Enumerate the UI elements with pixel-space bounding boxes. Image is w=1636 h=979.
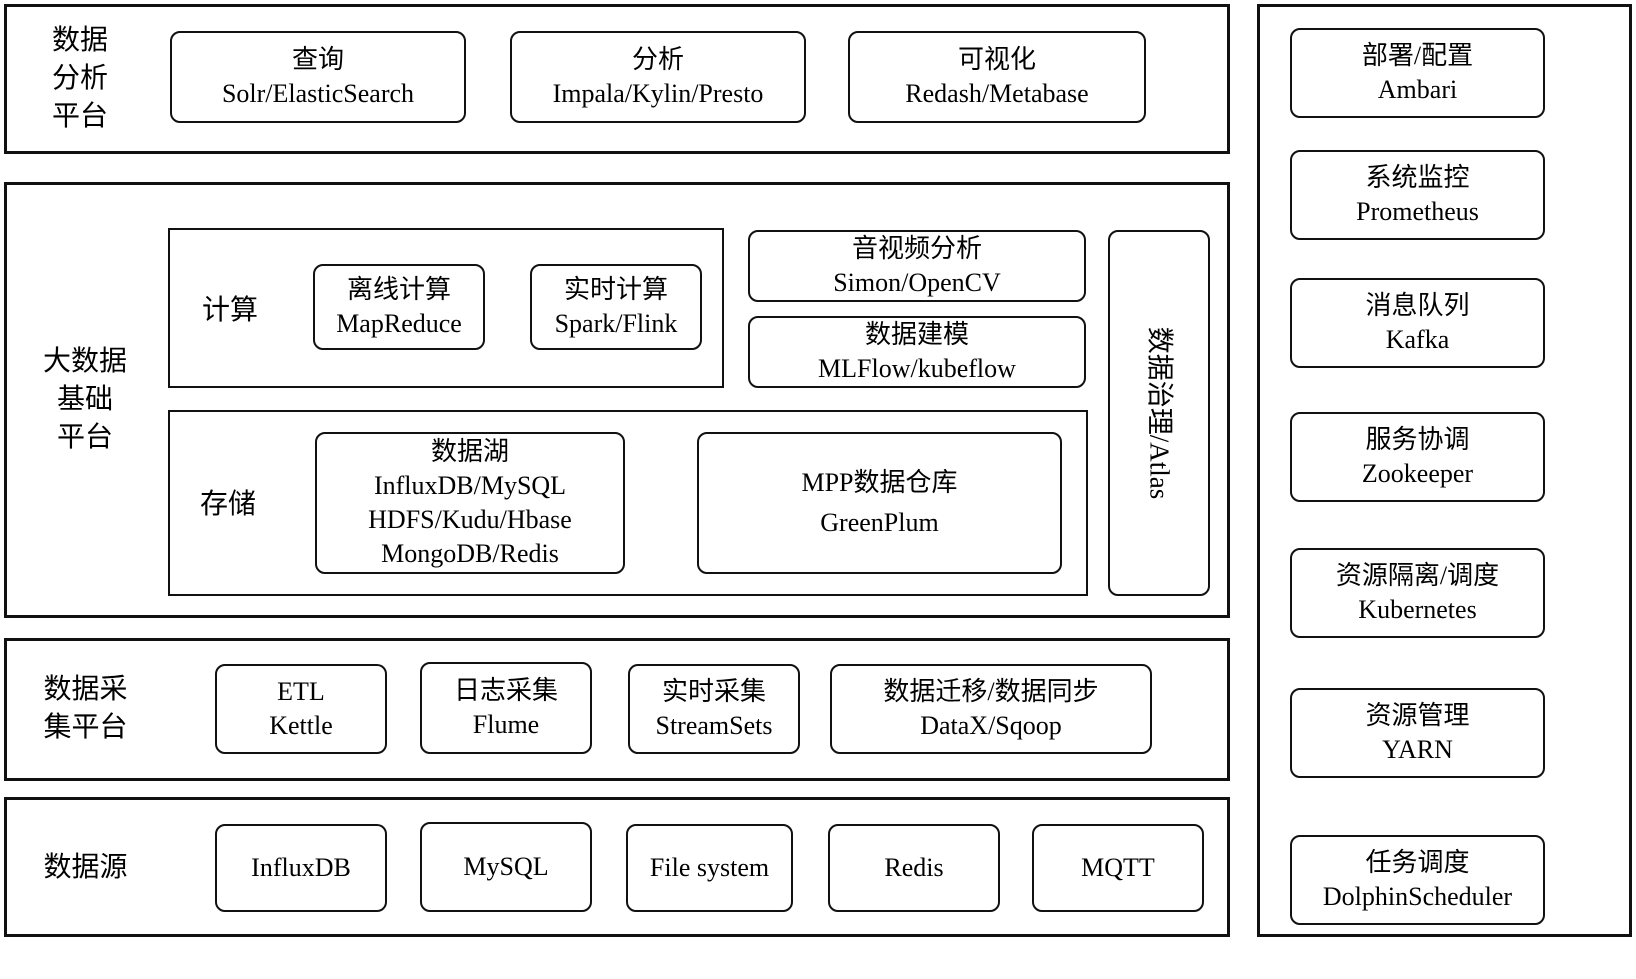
box-message-queue-title: 消息队列 [1365,291,1470,320]
box-data-migration-sync: 数据迁移/数据同步 DataX/Sqoop [830,664,1152,754]
label-line: 数据源 [43,852,128,883]
box-redis: Redis [828,824,1000,912]
box-data-modeling: 数据建模 MLFlow/kubeflow [748,316,1086,388]
layer-data-source [4,797,1230,937]
data-governance-label: 数据治理/Atlas [1144,326,1174,500]
box-analysis-title: 分析 [631,45,684,74]
label-line: 分析 [51,63,108,94]
box-mpp-warehouse-title: MPP数据仓库 [801,468,958,497]
box-realtime-collection-subtitle: StreamSets [655,711,773,740]
storage-group-label: 存储 [199,489,256,520]
box-query: 查询 Solr/ElasticSearch [170,31,466,123]
box-realtime-compute-subtitle: Spark/Flink [554,309,678,338]
big-data-foundation-label: 大数据 基础 平台 [20,343,150,457]
label-line: 集平台 [43,712,128,743]
label-line: 平台 [51,101,108,132]
box-data-migration-sync-subtitle: DataX/Sqoop [920,711,1062,740]
box-offline-compute-subtitle: MapReduce [336,309,462,338]
box-redis-title: Redis [884,853,944,882]
box-offline-compute: 离线计算 MapReduce [313,264,485,350]
box-resource-management-subtitle: YARN [1382,735,1453,764]
box-resource-isolation: 资源隔离/调度 Kubernetes [1290,548,1545,638]
box-task-scheduling-subtitle: DolphinScheduler [1322,882,1513,911]
label-line: 基础 [56,384,113,415]
box-log-collection-title: 日志采集 [453,676,558,705]
box-data-lake-line: MongoDB/Redis [381,539,559,568]
box-analysis: 分析 Impala/Kylin/Presto [510,31,806,123]
box-query-title: 查询 [291,45,344,74]
box-realtime-compute: 实时计算 Spark/Flink [530,264,702,350]
label-line: 大数据 [42,346,127,377]
box-system-monitoring-subtitle: Prometheus [1356,197,1479,226]
box-data-lake: 数据湖 InfluxDB/MySQL HDFS/Kudu/Hbase Mongo… [315,432,625,574]
box-data-lake-line: InfluxDB/MySQL [373,471,567,500]
box-service-coordination-subtitle: Zookeeper [1361,459,1474,488]
data-analysis-platform-label: 数据 分析 平台 [20,22,140,136]
box-realtime-collection: 实时采集 StreamSets [628,664,800,754]
box-realtime-collection-title: 实时采集 [661,677,766,706]
box-service-coordination-title: 服务协调 [1365,425,1470,454]
data-source-label: 数据源 [18,848,153,888]
box-data-migration-sync-title: 数据迁移/数据同步 [883,677,1099,706]
box-data-modeling-subtitle: MLFlow/kubeflow [818,354,1016,383]
box-resource-management: 资源管理 YARN [1290,688,1545,778]
box-mqtt-title: MQTT [1081,853,1155,882]
box-message-queue: 消息队列 Kafka [1290,278,1545,368]
data-collection-platform-label: 数据采 集平台 [18,671,153,747]
box-data-lake-line: HDFS/Kudu/Hbase [368,505,572,534]
box-task-scheduling: 任务调度 DolphinScheduler [1290,835,1545,925]
box-message-queue-subtitle: Kafka [1385,325,1450,354]
box-etl-title: ETL [277,677,325,706]
box-system-monitoring: 系统监控 Prometheus [1290,150,1545,240]
box-av-analysis-title: 音视频分析 [851,234,982,263]
label-line: 平台 [56,422,113,453]
box-deploy-config-title: 部署/配置 [1361,41,1474,70]
box-file-system: File system [626,824,793,912]
label-line: 数据采 [43,674,128,705]
box-resource-management-title: 资源管理 [1365,701,1470,730]
box-file-system-title: File system [649,853,770,882]
box-resource-isolation-title: 资源隔离/调度 [1335,561,1500,590]
box-log-collection: 日志采集 Flume [420,662,592,754]
box-mysql-title: MySQL [463,852,549,881]
box-data-modeling-title: 数据建模 [864,320,969,349]
box-visualization: 可视化 Redash/Metabase [848,31,1146,123]
box-service-coordination: 服务协调 Zookeeper [1290,412,1545,502]
box-deploy-config-subtitle: Ambari [1377,75,1458,104]
box-influxdb-title: InfluxDB [251,853,351,882]
box-influxdb: InfluxDB [215,824,387,912]
compute-group-label: 计算 [201,295,258,326]
box-visualization-title: 可视化 [957,45,1036,74]
box-query-subtitle: Solr/ElasticSearch [221,79,415,108]
box-data-governance: 数据治理/Atlas [1108,230,1210,596]
box-resource-isolation-subtitle: Kubernetes [1358,595,1477,624]
box-mpp-warehouse: MPP数据仓库 GreenPlum [697,432,1062,574]
box-analysis-subtitle: Impala/Kylin/Presto [552,79,764,108]
box-mqtt: MQTT [1032,824,1204,912]
box-av-analysis: 音视频分析 Simon/OpenCV [748,230,1086,302]
box-mpp-warehouse-subtitle: GreenPlum [820,508,939,537]
box-offline-compute-title: 离线计算 [346,275,451,304]
box-av-analysis-subtitle: Simon/OpenCV [833,268,1001,297]
box-mysql: MySQL [420,822,592,912]
box-log-collection-subtitle: Flume [472,710,540,739]
box-deploy-config: 部署/配置 Ambari [1290,28,1545,118]
box-data-lake-title: 数据湖 [430,437,509,466]
box-visualization-subtitle: Redash/Metabase [905,79,1089,108]
box-etl: ETL Kettle [215,664,387,754]
box-task-scheduling-title: 任务调度 [1365,848,1470,877]
box-realtime-compute-title: 实时计算 [563,275,668,304]
box-system-monitoring-title: 系统监控 [1365,163,1470,192]
box-etl-subtitle: Kettle [269,711,333,740]
label-line: 数据 [51,25,108,56]
